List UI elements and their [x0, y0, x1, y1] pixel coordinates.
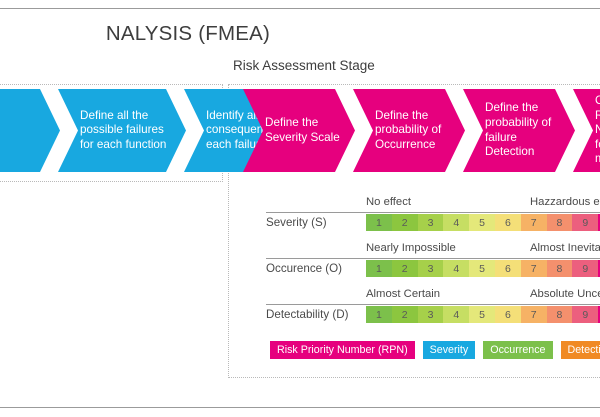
- scale-cell: [598, 260, 600, 277]
- legend-chip-occurrence: Occurrence: [483, 341, 553, 359]
- scale-cell: 3: [417, 260, 444, 277]
- top-divider: [0, 8, 600, 9]
- scale-cell: 1: [366, 260, 392, 277]
- scale-cell: 2: [391, 306, 418, 323]
- scale-caption-detectability-high: Absolute Uncertain: [530, 288, 600, 300]
- scale-cell: 9: [572, 306, 599, 323]
- scale-cell: 7: [520, 214, 547, 231]
- scale-label-occurrence: Occurence (O): [266, 262, 343, 275]
- scale-cell: [598, 214, 600, 231]
- process-step-7-label: CalRisNuformo: [595, 94, 600, 166]
- scale-cell: [598, 306, 600, 323]
- stage-container-risk: [228, 84, 600, 378]
- scale-cell: 3: [417, 306, 444, 323]
- scale-cell: 5: [469, 306, 495, 323]
- scale-caption-occurrence-high: Almost Inevitab: [530, 242, 600, 254]
- scale-cell: 5: [469, 260, 495, 277]
- scale-caption-detectability-low: Almost Certain: [366, 288, 441, 300]
- process-step-7[interactable]: CalRisNuformo: [573, 89, 600, 172]
- scale-cell: 3: [417, 214, 444, 231]
- scale-cell: 8: [546, 260, 573, 277]
- scale-cell: 5: [469, 214, 495, 231]
- process-step-4[interactable]: Define the Severity Scale: [243, 89, 355, 172]
- stage-label-risk: Risk Assessment Stage: [233, 58, 379, 73]
- scale-cell: 9: [572, 214, 599, 231]
- scale-caption-severity-high: Hazzardous eff: [530, 196, 600, 208]
- scale-cell: 1: [366, 214, 392, 231]
- process-step-6[interactable]: Define the probability of failure Detect…: [463, 89, 575, 172]
- scale-cell: 4: [443, 306, 470, 323]
- scale-cell: 8: [546, 306, 573, 323]
- scale-caption-occurrence-low: Nearly Impossible: [366, 242, 456, 254]
- process-step-5-label: Define the probability of Occurrence: [375, 108, 442, 151]
- legend-chip-severity: Severity: [422, 341, 476, 359]
- process-step-4-label: Define the Severity Scale: [265, 115, 340, 144]
- process-chevron-strip: etoed Define all the possible failures f…: [0, 89, 600, 172]
- scale-row-divider: [266, 258, 600, 259]
- scale-caption-severity-low: No effect: [366, 196, 412, 208]
- process-step-6-label: Define the probability of failure Detect…: [485, 101, 552, 159]
- scale-row-detectability: Almost Certain Absolute Uncertain Detect…: [240, 288, 600, 334]
- process-step-5[interactable]: Define the probability of Occurrence: [353, 89, 465, 172]
- scale-cell: 4: [443, 260, 470, 277]
- page-title: NALYSIS (FMEA): [105, 22, 270, 45]
- process-step-2-label: Define all the possible failures for eac…: [80, 108, 167, 151]
- scale-label-detectability: Detectability (D): [266, 308, 349, 321]
- scale-cell: 4: [443, 214, 470, 231]
- scale-cell: 6: [494, 306, 521, 323]
- scale-cell: 7: [520, 260, 547, 277]
- scale-label-severity: Severity (S): [266, 216, 327, 229]
- process-step-2[interactable]: Define all the possible failures for eac…: [58, 89, 186, 172]
- scale-cell: 6: [494, 260, 521, 277]
- bottom-divider: [0, 407, 600, 408]
- scale-cell: 2: [391, 260, 418, 277]
- scale-cell: 9: [572, 260, 599, 277]
- scale-cell: 7: [520, 306, 547, 323]
- scale-cell: 6: [494, 214, 521, 231]
- scale-cell: 2: [391, 214, 418, 231]
- process-step-1[interactable]: etoed: [0, 89, 60, 172]
- scale-cell: 8: [546, 214, 573, 231]
- scale-row-divider: [266, 212, 600, 213]
- scale-row-occurrence: Nearly Impossible Almost Inevitab Occure…: [240, 242, 600, 288]
- legend-chip-rpn: Risk Priority Number (RPN): [270, 341, 415, 359]
- scale-row-divider: [266, 304, 600, 305]
- scale-cell: 1: [366, 306, 392, 323]
- legend: Risk Priority Number (RPN) Severity Occurr…: [270, 341, 600, 359]
- legend-chip-detection: Detecti: [560, 341, 600, 359]
